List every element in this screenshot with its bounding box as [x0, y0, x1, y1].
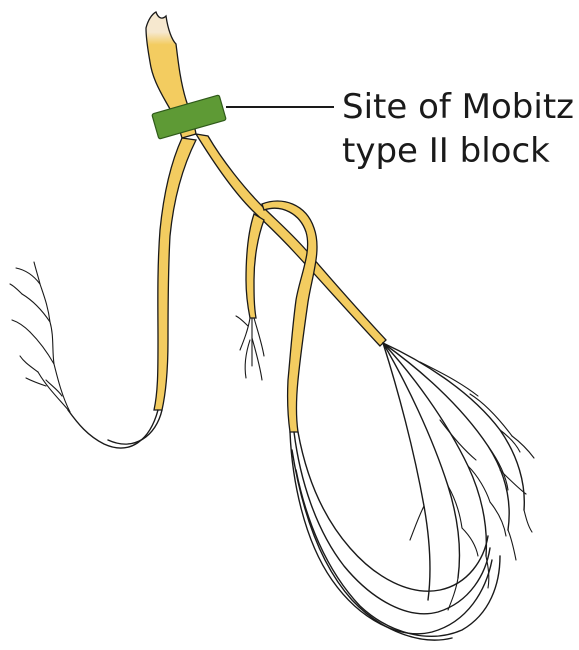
- right-bundle-branch: [154, 138, 196, 410]
- septal-purkinje: [236, 316, 264, 380]
- right-bundle-purkinje: [10, 262, 162, 448]
- callout-line-1: Site of Mobitz: [342, 87, 574, 127]
- callout-line-2: type II block: [342, 131, 550, 171]
- callout-label: Site of Mobitz type II block: [342, 87, 579, 171]
- anterior-purkinje-fan: [383, 343, 534, 610]
- left-septal-fascicle: [246, 214, 264, 318]
